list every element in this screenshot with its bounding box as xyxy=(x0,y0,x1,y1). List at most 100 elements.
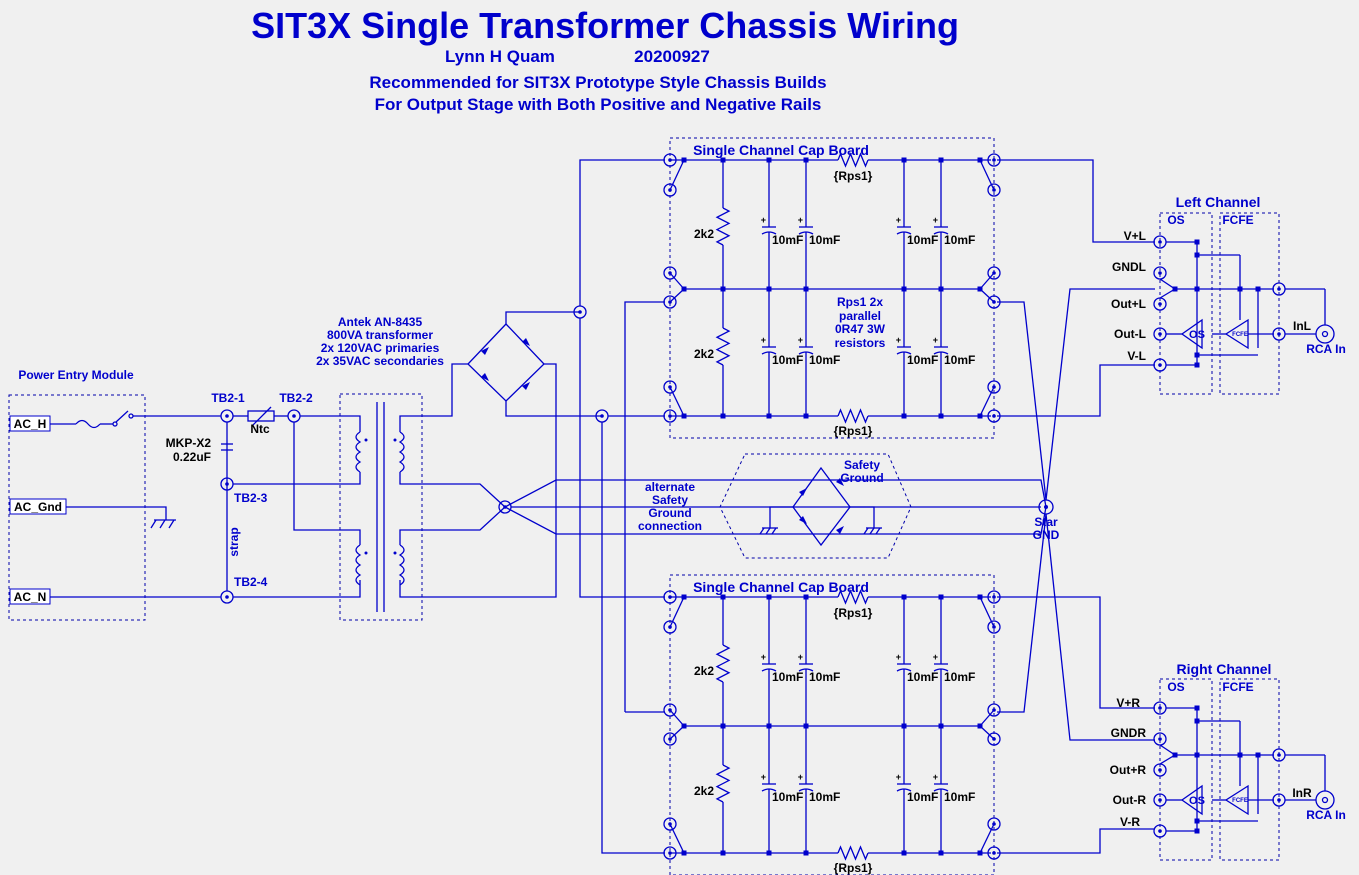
board-terminal xyxy=(987,817,1001,831)
power-entry-module-title: Power Entry Module xyxy=(18,368,134,382)
left-fcfe-box xyxy=(1219,212,1280,395)
board-terminal xyxy=(987,703,1001,717)
tb2-4-label: TB2-4 xyxy=(234,575,268,589)
bridge-rectifier xyxy=(467,323,545,402)
rps1-label: {Rps1} xyxy=(834,169,873,183)
bleeder-resistor xyxy=(715,644,731,683)
right-os-label: OS xyxy=(1167,680,1184,694)
ntc-thermistor xyxy=(247,410,275,422)
rps1-label: {Rps1} xyxy=(834,424,873,438)
tb2-3-label: TB2-3 xyxy=(234,491,268,505)
capacitor-label: 10mF xyxy=(907,790,938,804)
capacitor-label: 10mF xyxy=(772,790,803,804)
author: Lynn H Quam xyxy=(445,47,555,66)
left-vplus-label: V+L xyxy=(1124,229,1146,243)
left-os-amp-label: OS xyxy=(1189,329,1205,341)
left-outminus-label: Out-L xyxy=(1114,327,1146,341)
capacitor-label: 10mF xyxy=(772,670,803,684)
alt-ground-line1: alternate xyxy=(645,480,695,494)
cap-board-outline xyxy=(669,574,995,875)
tb2-1-label: TB2-1 xyxy=(211,391,245,405)
capacitor-label: 10mF xyxy=(809,233,840,247)
transformer-line1: Antek AN-8435 xyxy=(338,315,423,329)
left-gnd-label: GNDL xyxy=(1112,260,1146,274)
board-terminal xyxy=(987,380,1001,394)
svg-text:+: + xyxy=(761,335,766,345)
svg-text:+: + xyxy=(798,335,803,345)
rps-note-line1: Rps1 2x xyxy=(837,295,883,309)
subtitle-2: For Output Stage with Both Positive and … xyxy=(375,95,822,114)
capacitor-label: 10mF xyxy=(944,790,975,804)
cap-board-bottom: {Rps1}{Rps1}2k22k2+10mF+10mF+10mF+10mF+1… xyxy=(663,574,1001,875)
strap-label: strap xyxy=(227,527,241,556)
right-outplus-label: Out+R xyxy=(1110,763,1147,777)
left-os-box xyxy=(1159,212,1213,395)
cap-board-outline xyxy=(669,137,995,439)
rps1-resistor xyxy=(837,152,869,168)
svg-text:+: + xyxy=(798,652,803,662)
bleeder-label: 2k2 xyxy=(694,347,714,361)
ac-n-label: AC_N xyxy=(14,590,47,604)
svg-text:+: + xyxy=(761,772,766,782)
alt-ground-line4: connection xyxy=(638,519,702,533)
right-in-label: InR xyxy=(1292,786,1312,800)
cap-board-top: {Rps1}{Rps1}2k22k2+10mF+10mF+10mF+10mF+1… xyxy=(663,137,1001,439)
svg-text:+: + xyxy=(896,215,901,225)
left-rca-jack xyxy=(1315,324,1335,344)
fuse-symbol xyxy=(50,419,113,429)
date: 20200927 xyxy=(634,47,710,66)
left-channel-title: Left Channel xyxy=(1176,194,1261,210)
board-terminal xyxy=(663,295,677,309)
left-in-label: InL xyxy=(1293,319,1311,333)
secondary-winding-1 xyxy=(398,431,405,473)
safety-ground-line1: Safety xyxy=(844,458,880,472)
right-channel-title: Right Channel xyxy=(1177,661,1272,677)
rps1-resistor xyxy=(837,589,869,605)
board-terminal xyxy=(663,590,677,604)
bleeder-label: 2k2 xyxy=(694,664,714,678)
ground-icon-left xyxy=(759,527,778,535)
capacitor-label: 10mF xyxy=(809,790,840,804)
transformer-line3: 2x 120VAC primaries xyxy=(321,341,440,355)
transformer-line2: 800VA transformer xyxy=(327,328,433,342)
board-terminal xyxy=(987,620,1001,634)
board-terminal xyxy=(987,183,1001,197)
board-terminal xyxy=(663,732,677,746)
right-fcfe-label: FCFE xyxy=(1222,680,1253,694)
transformer-box xyxy=(339,393,423,621)
capacitor-label: 10mF xyxy=(772,233,803,247)
right-os-box xyxy=(1159,678,1213,861)
bleeder-resistor xyxy=(715,327,731,366)
right-channel: OS FCFE xyxy=(1153,678,1335,861)
svg-text:+: + xyxy=(761,652,766,662)
ntc-label: Ntc xyxy=(250,422,270,436)
left-vminus-label: V-L xyxy=(1127,349,1146,363)
cap-board-bottom-title: Single Channel Cap Board xyxy=(693,579,869,595)
capacitor-label: 10mF xyxy=(944,353,975,367)
alt-ground-line3: Ground xyxy=(648,506,691,520)
alt-ground-box xyxy=(719,453,912,559)
right-rca-label: RCA In xyxy=(1306,808,1346,822)
board-terminal xyxy=(663,380,677,394)
board-terminal xyxy=(663,817,677,831)
right-fcfe-box xyxy=(1219,678,1280,861)
svg-text:+: + xyxy=(761,215,766,225)
rps1-label: {Rps1} xyxy=(834,606,873,620)
tb2-2-label: TB2-2 xyxy=(279,391,313,405)
rps-note-line4: resistors xyxy=(835,336,886,350)
left-os-amp xyxy=(1180,318,1203,350)
rps-note-line3: 0R47 3W xyxy=(835,322,886,336)
left-outplus-label: Out+L xyxy=(1111,297,1146,311)
svg-text:+: + xyxy=(798,215,803,225)
svg-text:+: + xyxy=(933,215,938,225)
board-terminal xyxy=(987,295,1001,309)
svg-text:+: + xyxy=(933,772,938,782)
left-fcfe-amp-label: FCFE xyxy=(1232,332,1248,338)
right-os-amp-label: OS xyxy=(1189,795,1205,807)
transformer-line4: 2x 35VAC secondaries xyxy=(316,354,444,368)
ac-gnd-wire xyxy=(66,506,167,520)
rps1-label: {Rps1} xyxy=(834,861,873,875)
board-terminal xyxy=(987,732,1001,746)
switch-symbol xyxy=(112,410,221,427)
